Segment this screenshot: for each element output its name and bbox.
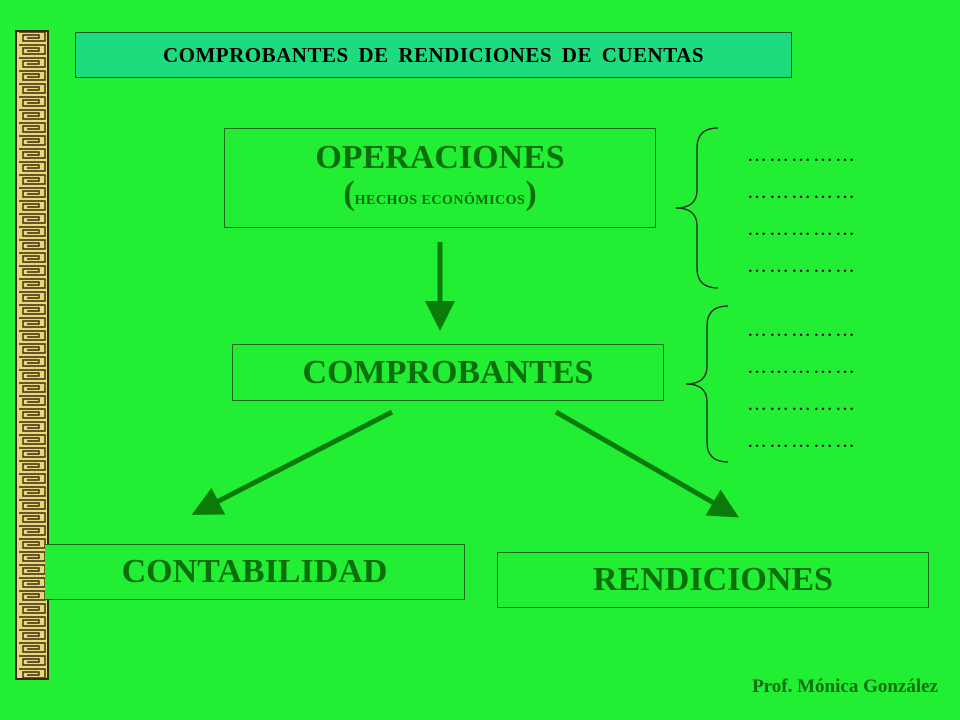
dotted-lines-group-2: …………… …………… …………… ……………: [747, 312, 907, 460]
dotted-line: ……………: [747, 218, 857, 240]
operaciones-label: OPERACIONES: [315, 138, 565, 176]
dotted-line: ……………: [747, 144, 857, 166]
operaciones-subtitle: (HECHOS ECONÓMICOS): [343, 174, 537, 218]
brace-2: [685, 305, 729, 463]
greek-key-border: [15, 30, 49, 680]
dotted-line: ……………: [747, 393, 857, 415]
brace-1: [675, 127, 719, 289]
dotted-line: ……………: [747, 181, 857, 203]
greek-key-pattern: [15, 30, 49, 680]
dotted-line: ……………: [747, 356, 857, 378]
slide-title: COMPROBANTES DE RENDICIONES DE CUENTAS: [75, 32, 792, 78]
arrow-to-contabilidad: [191, 409, 394, 515]
hechos-economicos-label: HECHOS ECONÓMICOS: [354, 192, 526, 208]
contabilidad-box: CONTABILIDAD: [45, 544, 465, 600]
operaciones-box: OPERACIONES (HECHOS ECONÓMICOS): [224, 128, 656, 228]
author-credit: Prof. Mónica González: [752, 676, 938, 697]
rendiciones-box: RENDICIONES: [497, 552, 929, 608]
arrow-to-rendiciones: [554, 409, 739, 518]
close-paren: ): [525, 174, 537, 212]
dotted-line: ……………: [747, 319, 857, 341]
comprobantes-box: COMPROBANTES: [232, 344, 664, 401]
dotted-line: ……………: [747, 255, 857, 277]
dotted-lines-group-1: …………… …………… …………… ……………: [747, 137, 907, 285]
dotted-line: ……………: [747, 430, 857, 452]
open-paren: (: [343, 174, 355, 212]
